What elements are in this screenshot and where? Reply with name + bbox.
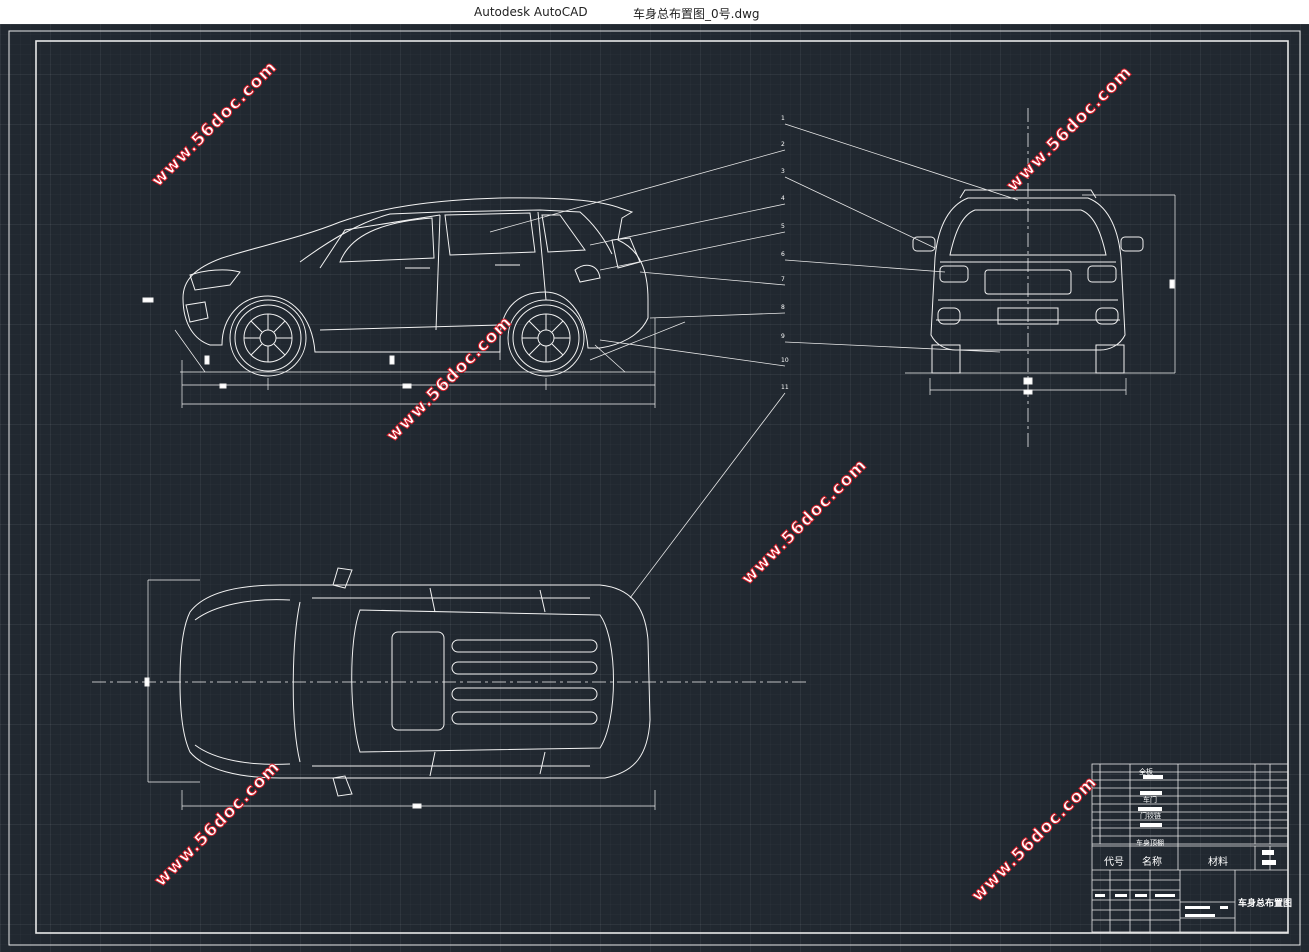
front-view [905, 108, 1176, 448]
leader-number: 7 [781, 276, 785, 283]
title-block-fills [1095, 775, 1276, 917]
drawing-name: 车身总布置图 [1238, 899, 1293, 909]
parts-list-row-4: 车身顶棚 [1136, 839, 1164, 847]
grille [984, 269, 1072, 295]
leader-number: 1 [781, 115, 785, 122]
top-view [92, 567, 808, 810]
document-title: 车身总布置图_0号.dwg [633, 7, 760, 21]
leader-lines [489, 123, 1019, 599]
leader-number: 6 [781, 251, 785, 258]
leader-number: 2 [781, 141, 785, 148]
parts-list-row-2: 车门 [1143, 796, 1157, 804]
parts-list-row-3: 门铰链 [1140, 812, 1161, 820]
leader-number: 9 [781, 333, 785, 340]
side-view [142, 197, 656, 408]
parts-list-row-1: 全板 [1139, 768, 1153, 776]
sheet-inner-border [35, 40, 1289, 934]
leader-number: 4 [781, 195, 785, 202]
front-wheel [229, 299, 307, 377]
leader-number: 3 [781, 168, 785, 175]
leader-number: 10 [781, 357, 789, 364]
parts-list-header-code: 代号 [1104, 857, 1124, 868]
parts-list-header-name: 名称 [1142, 857, 1162, 868]
title-bar: Autodesk AutoCAD 车身总布置图_0号.dwg [0, 0, 1309, 24]
title-block [1091, 763, 1289, 933]
rear-wheel [507, 299, 585, 377]
leader-number: 8 [781, 304, 785, 311]
app-title: Autodesk AutoCAD [474, 5, 588, 19]
leader-number: 11 [781, 384, 789, 391]
drawing-canvas[interactable]: 1 2 3 4 5 6 7 8 9 10 11 全板 车门 门铰链 车身顶棚 代号 名称 材料 车身… [0, 24, 1309, 952]
drawing-svg [8, 30, 1301, 946]
parts-list-header-material: 材料 [1208, 857, 1228, 868]
sheet-outer-border [8, 30, 1301, 946]
leader-number: 5 [781, 223, 785, 230]
